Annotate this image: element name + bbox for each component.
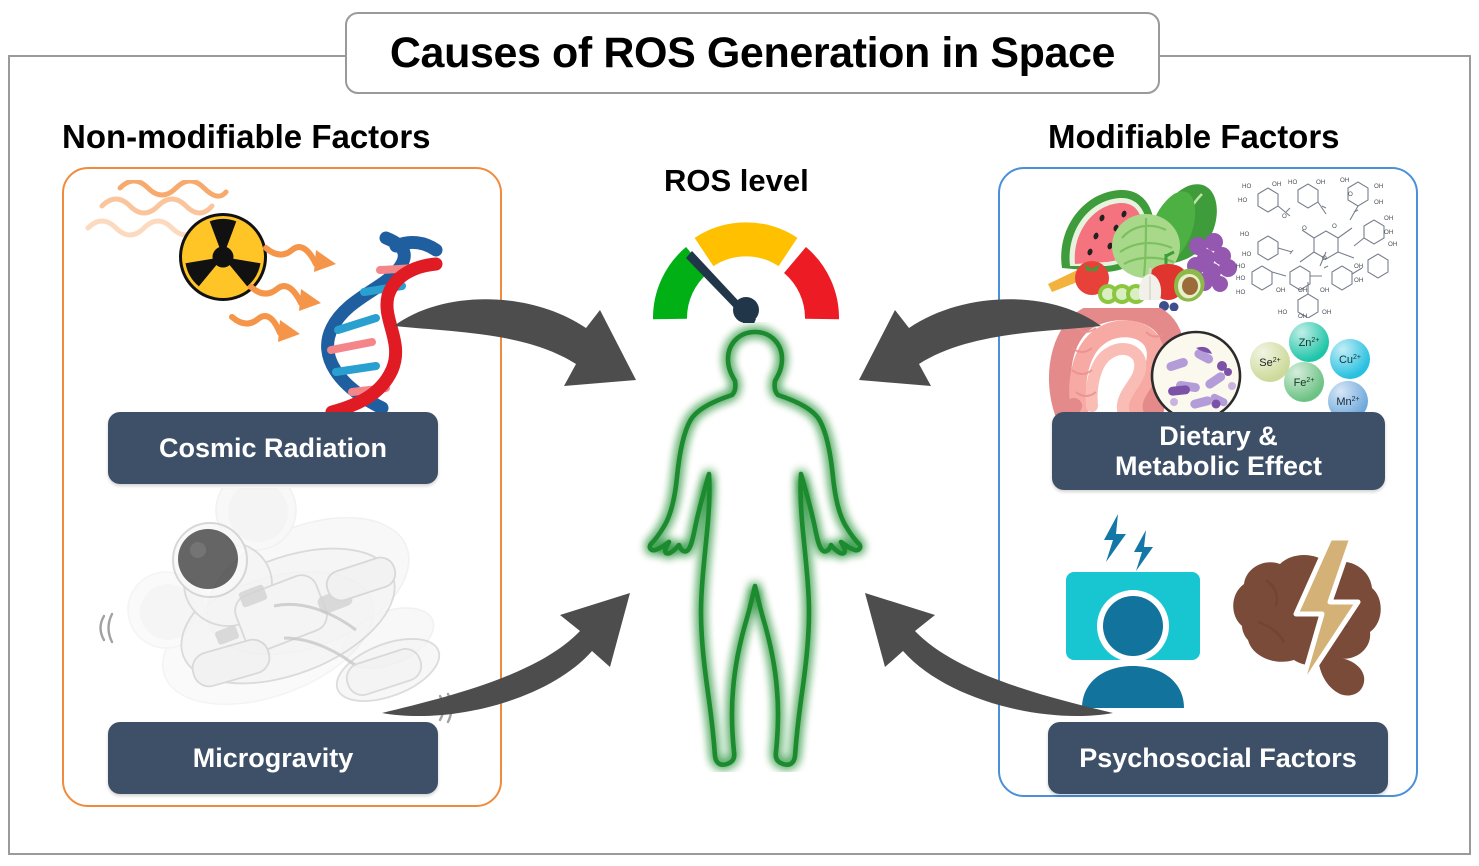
gauge-zone-medium [694, 222, 798, 267]
svg-text:HO: HO [1236, 289, 1245, 296]
svg-text:OH: OH [1320, 287, 1329, 294]
arrow-microgravity-to-body [382, 593, 630, 717]
label-text: Cosmic Radiation [158, 432, 388, 463]
svg-text:HO: HO [1236, 275, 1245, 282]
label-microgravity: Microgravity [108, 722, 438, 794]
svg-text:HO: HO [1238, 197, 1247, 204]
lightning-bolt-icon [1104, 514, 1153, 571]
ros-level-gauge [653, 222, 839, 323]
person-avatar-icon [1076, 590, 1190, 708]
svg-text:OH: OH [1272, 181, 1281, 188]
panel-header-modifiable: Modifiable Factors [1048, 118, 1340, 155]
arrow-cosmic-radiation-to-body [394, 299, 636, 386]
svg-text:OH: OH [1374, 183, 1383, 190]
ion-bubble-mn: Mn2+ [1328, 381, 1368, 418]
tomato-icon [1075, 261, 1109, 295]
diagram-title-box: Causes of ROS Generation in Space [345, 12, 1160, 94]
avocado-icon [1174, 268, 1205, 302]
stressed-person-icon [1066, 514, 1200, 708]
svg-text:OH: OH [1354, 263, 1363, 270]
ros-level-label: ROS level [664, 163, 809, 198]
svg-text:O: O [1302, 225, 1307, 232]
svg-text:OH: OH [1276, 287, 1285, 294]
svg-text:OH: OH [1322, 309, 1331, 316]
stress-lightning-bolt-icon [1293, 535, 1361, 693]
gauge-zone-high [783, 247, 839, 320]
svg-text:OH: OH [1298, 287, 1307, 294]
ion-bubble-cu: Cu2+ [1330, 339, 1370, 379]
gauge-zone-low [653, 247, 709, 320]
panel-header-non-modifiable: Non-modifiable Factors [62, 118, 431, 155]
svg-text:HO: HO [1236, 263, 1245, 270]
svg-text:OH: OH [1340, 177, 1349, 184]
gauge-needle [686, 251, 759, 323]
label-text: Microgravity [192, 742, 354, 773]
svg-text:OH: OH [1298, 313, 1307, 318]
ion-bubble-fe: Fe2+ [1284, 362, 1324, 402]
svg-text:OH: OH [1354, 277, 1363, 284]
svg-text:OH: OH [1388, 241, 1397, 248]
diagram-title: Causes of ROS Generation in Space [389, 28, 1116, 77]
ion-bubble-zn: Zn2+ [1289, 322, 1329, 362]
label-psychosocial-factors: Psychosocial Factors [1048, 722, 1388, 794]
blueberries-icon [1159, 301, 1179, 311]
svg-text:OH: OH [1384, 229, 1393, 236]
intestine-microbiome-icon [1048, 308, 1242, 426]
svg-text:HO: HO [1242, 183, 1251, 190]
human-body-silhouette [647, 329, 863, 768]
panel-non-modifiable-factors [62, 167, 502, 807]
label-text-line-1: Dietary & [1159, 420, 1278, 451]
brain-lightning-icon [1233, 535, 1381, 696]
radiation-dna-icon [85, 180, 443, 415]
cucumber-slices-icon [1098, 284, 1146, 304]
svg-text:O: O [1332, 223, 1337, 230]
cabbage-icon [1112, 214, 1180, 278]
label-cosmic-radiation: Cosmic Radiation [108, 412, 438, 484]
svg-text:HO: HO [1240, 231, 1249, 238]
svg-text:OH: OH [1384, 215, 1393, 222]
svg-text:OH: OH [1374, 199, 1383, 206]
svg-text:O: O [1282, 213, 1287, 220]
astronaut-suit-icon [172, 522, 441, 702]
fruits-vegetables-icon [1048, 184, 1237, 311]
gut-bacteria-magnifier-icon [1150, 330, 1242, 422]
svg-text:OH: OH [1316, 179, 1325, 186]
garlic-icon [1138, 268, 1162, 300]
svg-text:HO: HO [1242, 251, 1251, 258]
arrow-dietary-to-body [859, 299, 1101, 386]
label-dietary-metabolic-effect: Dietary & Metabolic Effect [1052, 412, 1385, 490]
arrow-psychosocial-to-body [865, 593, 1113, 717]
svg-text:HO: HO [1288, 179, 1297, 186]
ion-bubble-se: Se2+ [1250, 342, 1290, 382]
label-text: Psychosocial Factors [1079, 742, 1357, 773]
grapes-icon [1187, 233, 1237, 292]
panel-modifiable-factors [998, 167, 1418, 797]
mineral-ions-icon: Se2+ Zn2+ Cu2+ Fe2+ Mn2+ [1250, 322, 1370, 418]
svg-text:HO: HO [1278, 309, 1287, 316]
svg-text:O: O [1348, 191, 1353, 198]
svg-text:O: O [1322, 255, 1327, 262]
floating-astronaut-icon [99, 488, 453, 724]
label-text-line-2: Metabolic Effect [1114, 451, 1323, 481]
